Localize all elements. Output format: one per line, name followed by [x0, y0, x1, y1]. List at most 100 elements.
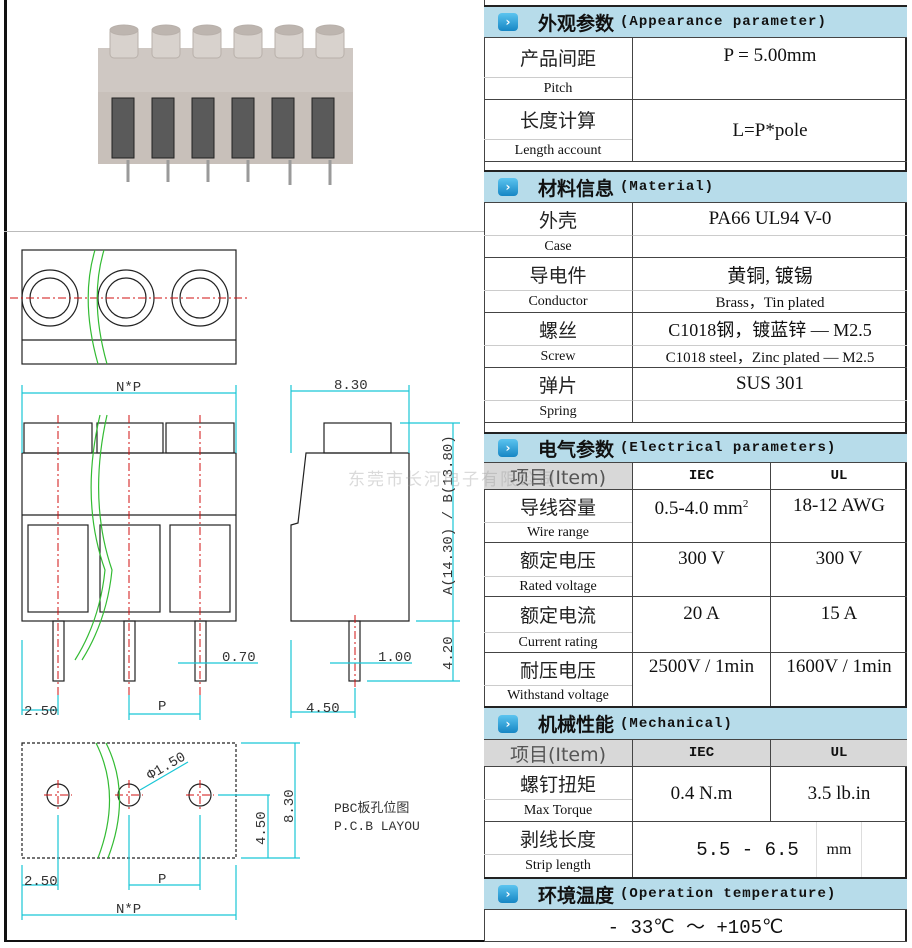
superscript: 2 [742, 498, 749, 510]
top-view [21, 249, 237, 365]
value-ul: 18-12 AWG [770, 490, 907, 543]
product-photo [98, 24, 353, 185]
label-zh: 导线容量 [484, 490, 632, 523]
value-en [632, 236, 907, 258]
value-ul: 1600V / 1min [770, 653, 907, 706]
dim-pitch-p: P [158, 699, 166, 715]
wire-range-iec: 0.5-4.0 mm [654, 498, 743, 519]
value-strip-unit: mm [816, 822, 862, 877]
section-header-appearance: › 外观参数 (Appearance parameter) [484, 5, 907, 38]
label-length-en: Length account [484, 140, 632, 162]
table-row: 弹片 Spring SUS 301 [484, 368, 907, 423]
section-title-zh: 机械性能 [538, 714, 615, 736]
table-row: 导电件 Conductor 黄铜, 镀锡 Brass，Tin plated [484, 258, 907, 313]
column-header-iec: IEC [632, 740, 770, 767]
dim-width-830: 8.30 [334, 378, 368, 394]
left-divider [4, 231, 484, 232]
value: PA66 UL94 V-0 [632, 203, 907, 236]
section-title-en: (Appearance parameter) [620, 14, 827, 30]
table-row: 耐压电压 Withstand voltage 2500V / 1min 1600… [484, 653, 907, 706]
wire-clamps [111, 97, 335, 159]
value-en: C1018 steel，Zinc plated — M2.5 [632, 346, 907, 368]
value-iec: 20 A [632, 597, 770, 653]
dimension-lines [21, 385, 460, 920]
column-header-item: 项目(Item) [484, 740, 632, 767]
technical-drawing: N*P 8.30 A(14.30) / B(13.80) 0.70 1.00 4… [10, 249, 460, 920]
dim-pcb-830: 8.30 [282, 789, 298, 823]
dim-pcb-250: 2.50 [24, 874, 58, 890]
label-pitch-en: Pitch [484, 78, 632, 100]
label-en: Max Torque [484, 800, 632, 822]
chevron-right-icon: › [498, 178, 518, 196]
label-en: Withstand voltage [507, 688, 609, 703]
screw-caps [109, 24, 345, 59]
column-header-iec: IEC [632, 463, 770, 490]
section-header-mechanical: › 机械性能 (Mechanical) [484, 706, 907, 740]
label-en: Rated voltage [484, 577, 632, 597]
pcb-label-en: P.C.B LAYOU [334, 819, 420, 834]
value: 黄铜, 镀锡 [632, 258, 907, 291]
dim-hole-450: 4.50 [254, 811, 270, 845]
table-row: 额定电流 Current rating 20 A 15 A [484, 597, 907, 653]
table-row: 剥线长度 Strip length 5.5 - 6.5 mm [484, 822, 907, 877]
table-row: 外壳 Case PA66 UL94 V-0 [484, 203, 907, 258]
section-title-zh: 电气参数 [538, 438, 615, 461]
pins [126, 160, 332, 185]
section-header-temperature: › 环境温度 (Operation temperature) [484, 877, 907, 910]
label-en: Spring [484, 401, 632, 423]
value-en [632, 401, 907, 423]
label-pitch-zh: 产品间距 [484, 38, 632, 78]
section-title-zh: 环境温度 [538, 884, 615, 907]
value-ul: 300 V [770, 543, 907, 597]
dim-height-a-b: A(14.30) / B(13.80) [441, 435, 457, 595]
value-pitch: P = 5.00mm [632, 38, 907, 100]
column-header-ul: UL [770, 740, 907, 767]
chevron-right-icon: › [498, 885, 518, 903]
section-title-zh: 外观参数 [538, 12, 615, 35]
value-ul: 3.5 lb.in [770, 767, 907, 822]
label-zh: 外壳 [484, 203, 632, 236]
section-title-en: (Operation temperature) [620, 886, 837, 902]
value-en: Brass，Tin plated [632, 291, 907, 313]
label-zh: 螺钉扭矩 [484, 767, 632, 800]
section-header-material: › 材料信息 (Material) [484, 170, 907, 203]
dim-pcb-p: P [158, 872, 166, 888]
dim-np-pcb: N*P [116, 902, 141, 918]
value: SUS 301 [632, 368, 907, 401]
label-en: Wire range [484, 523, 632, 543]
pcb-label-zh: PBC板孔位图 [334, 801, 409, 816]
label-zh: 剥线长度 [484, 822, 632, 855]
value-iec: 0.4 N.m [632, 767, 770, 822]
value: C1018钢，镀蓝锌 — M2.5 [632, 313, 907, 346]
table-row: 螺丝 Screw C1018钢，镀蓝锌 — M2.5 C1018 steel，Z… [484, 313, 907, 368]
chevron-right-icon: › [498, 714, 518, 733]
section-title-en: (Mechanical) [620, 715, 733, 732]
section-title-zh: 材料信息 [538, 177, 615, 200]
value-iec: 2500V / 1min [632, 653, 770, 706]
chevron-right-icon: › [498, 439, 518, 457]
column-header-item: 项目(Item) [484, 463, 632, 490]
centerlines [10, 297, 356, 810]
dim-edge-250: 2.50 [24, 704, 58, 720]
dim-side-450: 4.50 [306, 701, 340, 717]
dim-pin-100: 1.00 [378, 650, 412, 666]
dim-pin-420: 4.20 [441, 636, 457, 670]
section-title-en: (Electrical parameters) [620, 440, 837, 456]
watermark: 东莞市长河电子有限公司 [348, 470, 557, 490]
label-zh: 额定电流 [484, 597, 632, 633]
dim-np-front: N*P [116, 380, 141, 396]
dim-pin-070: 0.70 [222, 650, 256, 666]
label-en: Screw [484, 346, 632, 368]
value-temperature: - 33℃ ～ +105℃ [484, 910, 907, 942]
label-zh: 导电件 [484, 258, 632, 291]
chevron-right-icon: › [498, 13, 518, 31]
table-row: 额定电压 Rated voltage 300 V 300 V [484, 543, 907, 597]
section-title-en: (Material) [620, 179, 715, 195]
label-en: Conductor [484, 291, 632, 313]
label-en: Current rating [484, 633, 632, 653]
label-zh: 耐压电压 [484, 653, 632, 686]
label-en: Case [484, 236, 632, 258]
